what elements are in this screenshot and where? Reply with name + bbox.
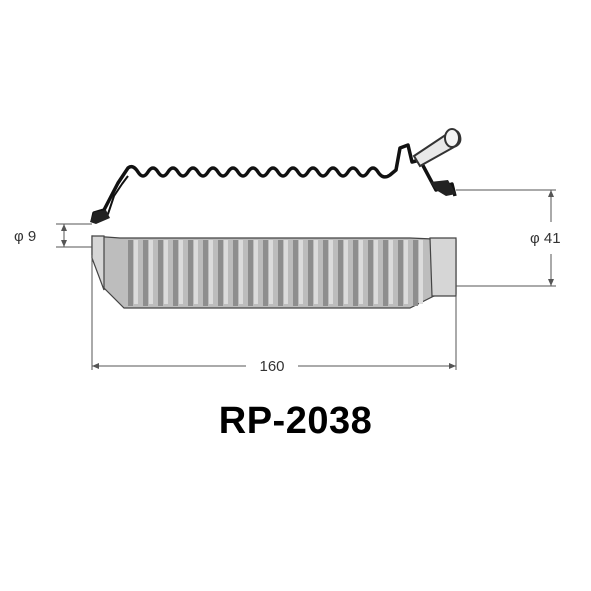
rib-highlight — [224, 240, 228, 304]
rib-shadow — [323, 240, 328, 306]
clamp-tab — [412, 128, 462, 168]
arrow-length-right — [449, 363, 456, 369]
rib-shadow — [398, 240, 403, 306]
rib-shadow — [263, 240, 268, 306]
rib-highlight — [179, 240, 183, 304]
rib-shadow — [128, 240, 133, 306]
rib-shadow — [143, 240, 148, 306]
rib-highlight — [389, 240, 393, 304]
arrow-small-bottom — [61, 240, 67, 247]
rib-highlight — [149, 240, 153, 304]
rib-shadow — [248, 240, 253, 306]
rib-highlight — [269, 240, 273, 304]
rib-shadow — [308, 240, 313, 306]
dim-small-diameter-label: φ 9 — [14, 228, 36, 245]
rib-highlight — [299, 240, 303, 304]
bellows-profile-outer — [90, 143, 457, 223]
rib-highlight — [164, 240, 168, 304]
arrow-large-bottom — [548, 279, 554, 286]
rib-highlight — [374, 240, 378, 304]
rib-shadow — [278, 240, 283, 306]
rib-shadow — [158, 240, 163, 306]
arrow-small-top — [61, 224, 67, 231]
rib-highlight — [239, 240, 243, 304]
rib-shadow — [383, 240, 388, 306]
rib-highlight — [344, 240, 348, 304]
rib-shadow — [203, 240, 208, 306]
rib-shadow — [173, 240, 178, 306]
dimension-arrows — [61, 190, 554, 369]
small-end-lip — [90, 210, 110, 224]
rib-shadow — [188, 240, 193, 306]
rib-highlight — [134, 240, 138, 304]
arrow-length-left — [92, 363, 99, 369]
dim-length-label: 160 — [259, 358, 284, 375]
clamp-head — [444, 128, 460, 148]
rib-highlight — [284, 240, 288, 304]
dim-large-diameter-label: φ 41 — [530, 230, 561, 247]
rib-shadow — [218, 240, 223, 306]
large-end-lip — [430, 180, 456, 196]
boot-ribs — [128, 240, 423, 306]
rib-highlight — [404, 240, 408, 304]
rib-highlight — [194, 240, 198, 304]
rib-shadow — [353, 240, 358, 306]
rib-highlight — [209, 240, 213, 304]
rib-shadow — [233, 240, 238, 306]
rib-highlight — [359, 240, 363, 304]
boot-cross-section — [90, 143, 457, 224]
part-number: RP-2038 — [218, 400, 373, 442]
rib-highlight — [254, 240, 258, 304]
boot-body — [91, 235, 457, 309]
rib-highlight — [419, 240, 423, 304]
arrow-large-top — [548, 190, 554, 197]
rib-shadow — [293, 240, 298, 306]
large-end-collar — [429, 237, 457, 297]
rib-shadow — [368, 240, 373, 306]
small-end-collar — [91, 235, 105, 291]
rib-shadow — [413, 240, 418, 306]
rib-highlight — [314, 240, 318, 304]
rib-shadow — [338, 240, 343, 306]
rib-highlight — [329, 240, 333, 304]
